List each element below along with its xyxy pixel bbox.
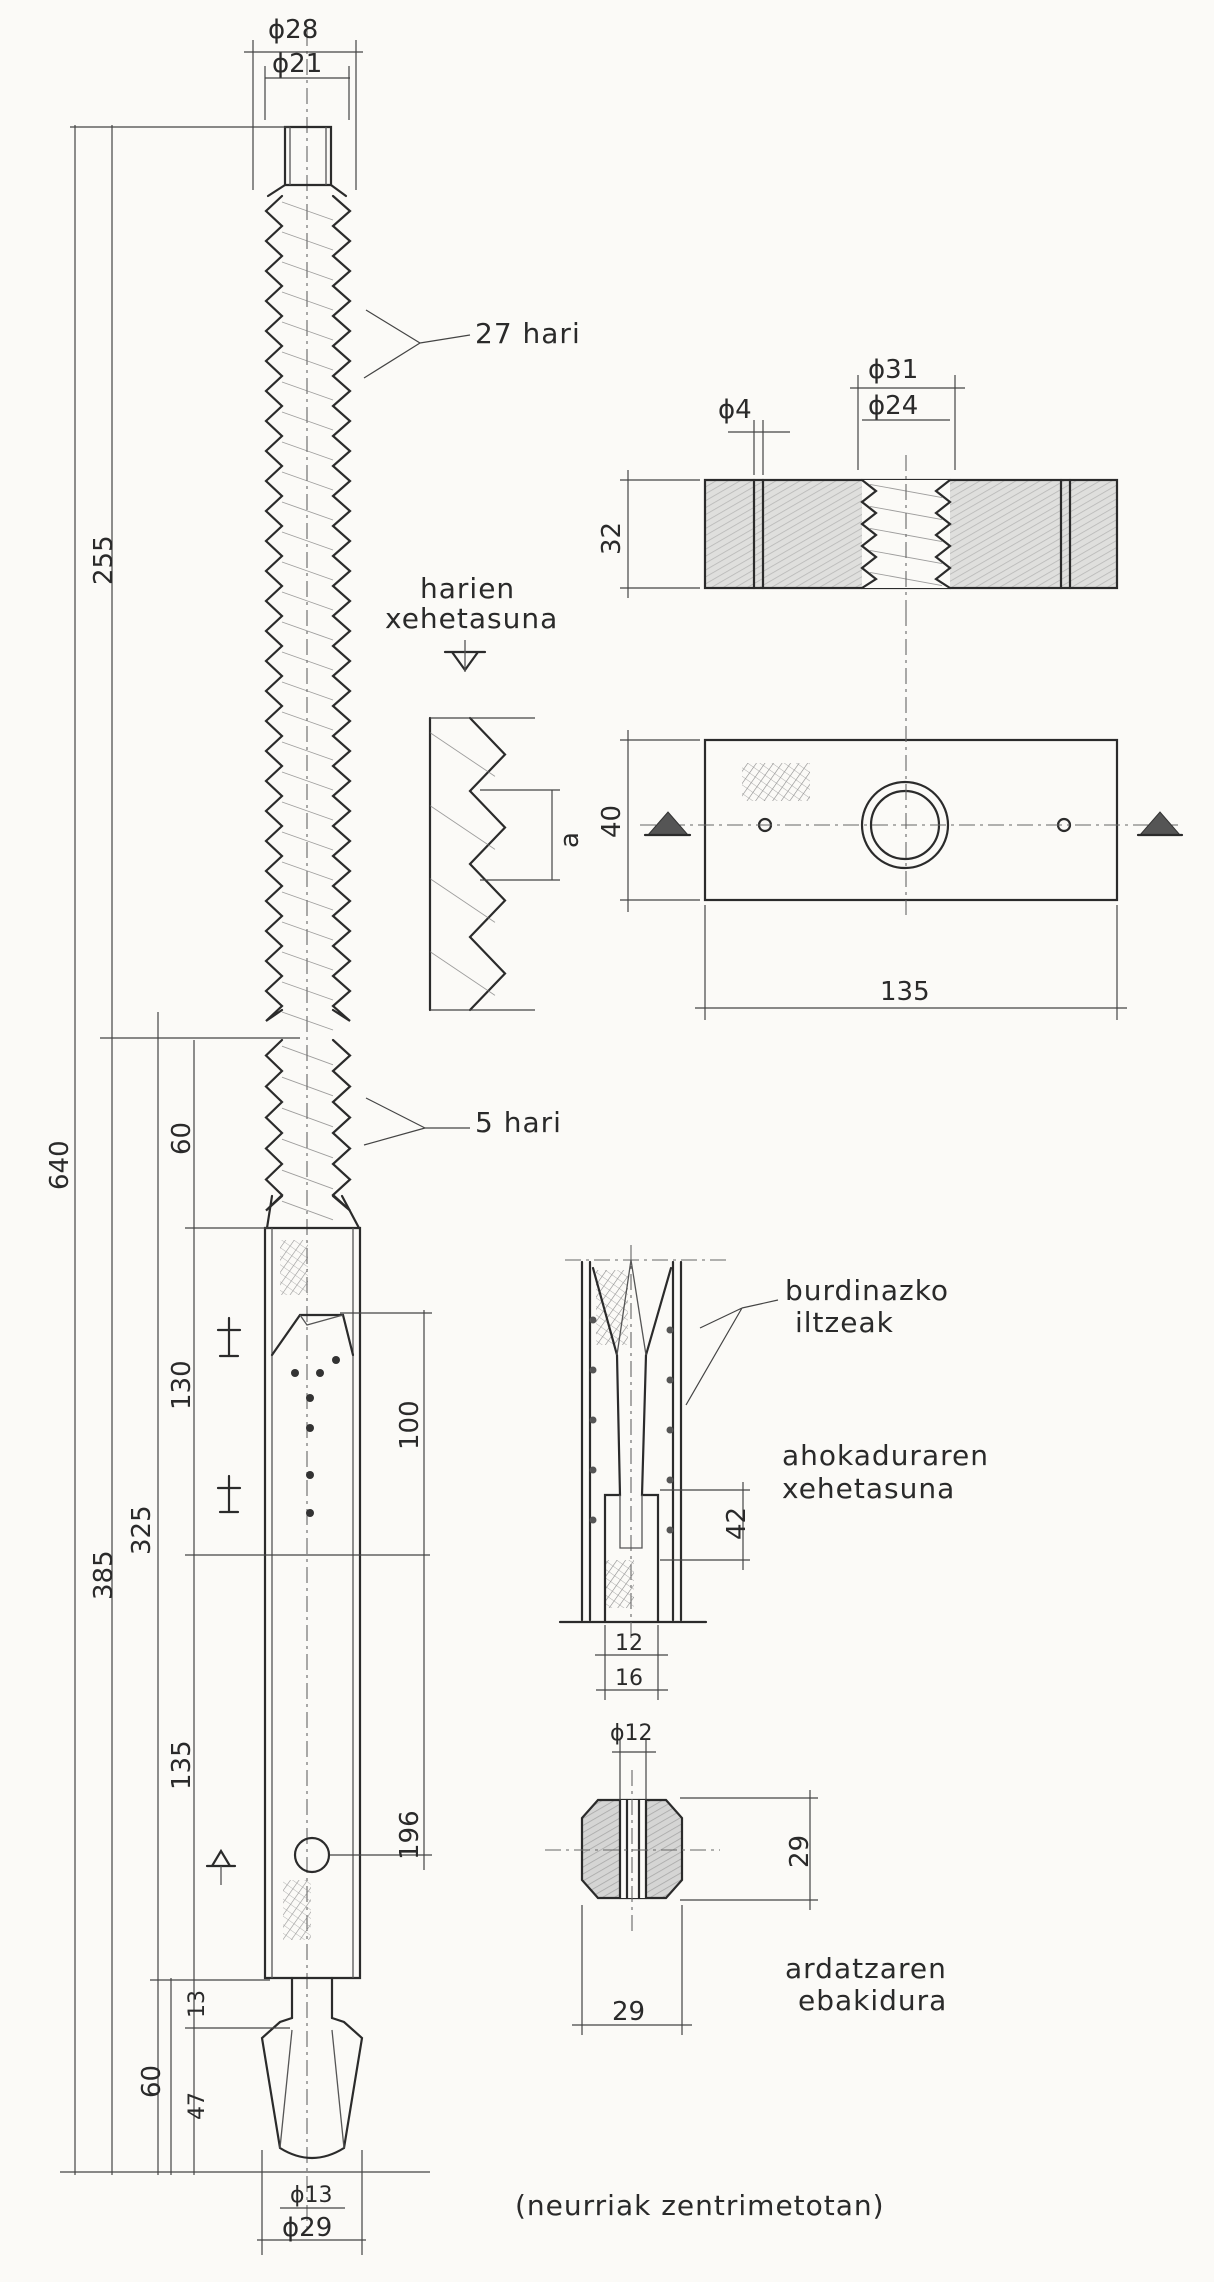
units-note: (neurriak zentrimetotan) <box>515 2189 885 2222</box>
label-burdinazko: burdinazko <box>785 1274 949 1307</box>
thread-flank-line <box>281 501 334 521</box>
thread-leader-lines <box>363 309 471 1146</box>
label-harien: harien <box>420 572 515 605</box>
slot-detail <box>558 1245 779 1700</box>
thread-flank-line <box>281 1107 334 1128</box>
dim-100: 100 <box>395 1400 425 1450</box>
label-iltzeak: iltzeak <box>795 1306 894 1339</box>
dim-60-tip: 60 <box>137 2065 167 2098</box>
thread-flank-line <box>429 805 496 850</box>
dim-nut-40: 40 <box>597 805 627 838</box>
thread-flank-line <box>281 351 334 371</box>
thread-flank-line <box>281 321 334 341</box>
dim-pitch-a: a <box>555 832 585 848</box>
dim-phi13: ϕ13 <box>290 2183 333 2208</box>
thread-flank-line <box>281 1169 334 1190</box>
thread-flank-line <box>281 651 334 671</box>
screw-dimensions <box>60 40 432 2255</box>
thread-flank-line <box>281 561 334 581</box>
thread-flank-line <box>281 621 334 641</box>
thread-flank-line <box>281 411 334 431</box>
thread-flank-line <box>281 771 334 791</box>
thread-flank-line <box>281 921 334 941</box>
dim-255: 255 <box>89 535 119 585</box>
dim-section-29-height: 29 <box>785 1835 815 1868</box>
dim-130: 130 <box>167 1360 197 1410</box>
thread-flank-line <box>281 861 334 881</box>
thread-detail <box>428 640 560 1012</box>
thread-flank-line <box>281 1076 334 1097</box>
thread-flank-line <box>281 261 334 281</box>
thread-flank-line <box>281 231 334 251</box>
dim-nut-phi31: ϕ31 <box>868 355 918 385</box>
shaft-section <box>545 1740 818 2035</box>
dim-nut-phi4: ϕ4 <box>718 395 752 425</box>
thread-flank-line <box>281 471 334 491</box>
label-27-hari: 27 hari <box>475 317 581 350</box>
thread-flank-line <box>281 1045 334 1066</box>
thread-flank-line <box>429 878 496 923</box>
thread-flank-line <box>281 801 334 821</box>
label-ahokaduraren: ahokaduraren <box>782 1439 989 1472</box>
thread-flank-line <box>281 381 334 401</box>
dim-47: 47 <box>185 2092 210 2120</box>
thread-flank-line <box>429 732 496 777</box>
dim-nut-135: 135 <box>880 977 930 1007</box>
dim-196: 196 <box>395 1810 425 1860</box>
thread-flank-line <box>281 711 334 731</box>
thread-flank-line <box>281 1200 334 1221</box>
thread-flank-line <box>281 951 334 971</box>
thread-flank-line <box>281 741 334 761</box>
thread-flank-line <box>281 1011 334 1031</box>
dim-135: 135 <box>167 1740 197 1790</box>
thread-flank-line <box>429 951 496 996</box>
thread-flank-line <box>281 681 334 701</box>
thread-flank-line <box>281 591 334 611</box>
dim-60-thread: 60 <box>167 1122 197 1155</box>
dim-phi29: ϕ29 <box>282 2213 332 2243</box>
dim-640: 640 <box>45 1140 75 1190</box>
thread-flank-line <box>281 201 334 221</box>
thread-flank-line <box>281 831 334 851</box>
screw-shaft-view <box>205 30 364 2235</box>
label-5-hari: 5 hari <box>475 1106 562 1139</box>
dim-slot-16: 16 <box>615 1666 643 1691</box>
label-xehetasuna-1: xehetasuna <box>385 602 558 635</box>
label-ebakidura: ebakidura <box>798 1984 947 2017</box>
dim-nut-phi24: ϕ24 <box>868 391 918 421</box>
label-xehetasuna-2: xehetasuna <box>782 1472 955 1505</box>
nut-top-view <box>620 610 1184 1020</box>
dim-13: 13 <box>185 1990 210 2018</box>
thread-flank-line <box>281 891 334 911</box>
dim-phi21: ϕ21 <box>272 49 322 79</box>
thread-flank-line <box>281 1138 334 1159</box>
dim-nut-32: 32 <box>597 522 627 555</box>
thread-flank-line <box>281 291 334 311</box>
label-ardatzaren: ardatzaren <box>785 1952 947 1985</box>
thread-flank-line <box>281 531 334 551</box>
thread-flank-line <box>281 441 334 461</box>
dim-slot-42: 42 <box>722 1507 752 1540</box>
dim-325: 325 <box>127 1505 157 1555</box>
nut-front-view <box>620 375 1119 610</box>
dim-phi28: ϕ28 <box>268 15 318 45</box>
thread-flank-line <box>281 981 334 1001</box>
dim-section-phi12: ϕ12 <box>610 1721 653 1746</box>
dim-slot-12: 12 <box>615 1631 643 1656</box>
dim-385: 385 <box>89 1550 119 1600</box>
dim-section-29-width: 29 <box>612 1997 645 2027</box>
